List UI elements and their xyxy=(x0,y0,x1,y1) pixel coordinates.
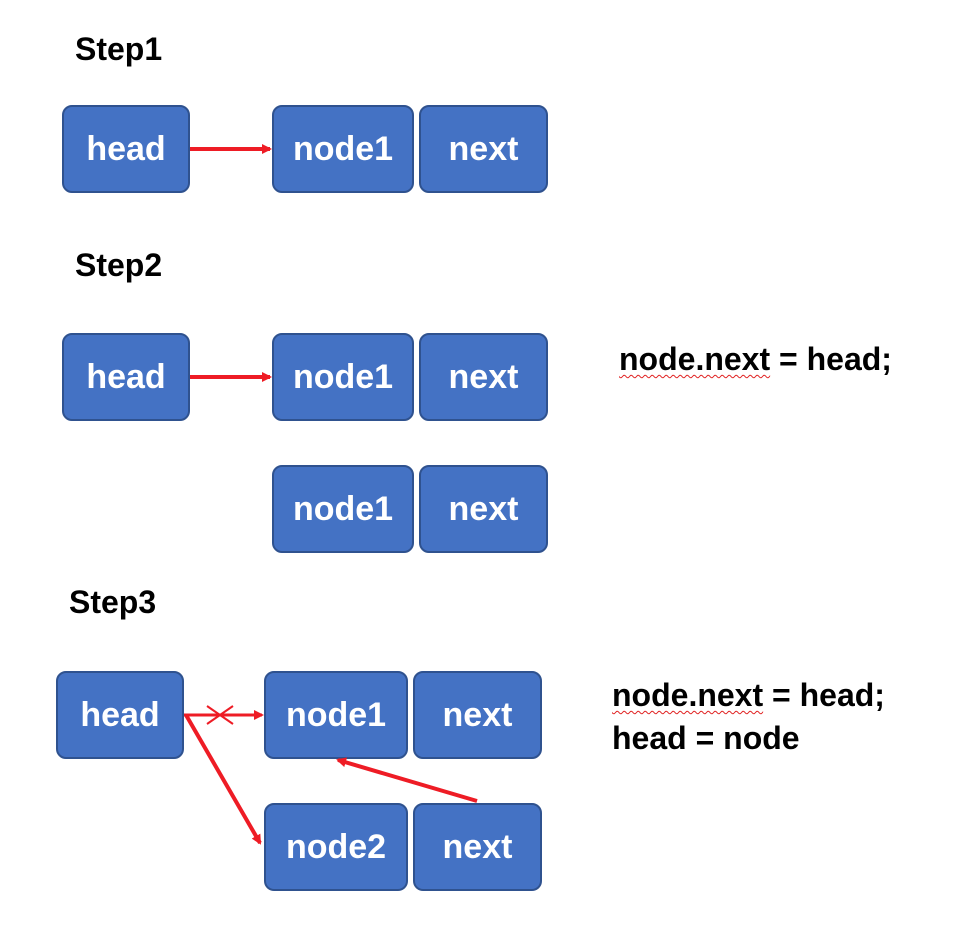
step2-title: Step2 xyxy=(75,247,163,283)
step3-code-line2: head = node xyxy=(612,720,800,757)
step3-title: Step3 xyxy=(69,584,157,620)
step2-new-next-box: next xyxy=(419,465,548,553)
step3-node2-next-box: next xyxy=(413,803,542,891)
step3-next-to-node1-arrow xyxy=(336,757,478,803)
step3-node1-next-box: next xyxy=(413,671,542,759)
step3-head-box: head xyxy=(56,671,184,759)
step3-node2-box: node2 xyxy=(264,803,408,891)
step2-next-box: next xyxy=(419,333,548,421)
step1-next-box: next xyxy=(419,105,548,193)
step3-node1-box: node1 xyxy=(264,671,408,759)
step1-head-box: head xyxy=(62,105,190,193)
step1-node1-box: node1 xyxy=(272,105,414,193)
cross-out-mark xyxy=(206,705,234,725)
step3-code-obj: node.next xyxy=(612,677,764,713)
step2-code: node.next = head; xyxy=(619,338,892,381)
step2-code-obj: node.next xyxy=(619,341,771,377)
step2-code-rest: = head; xyxy=(770,341,892,377)
step3-head-to-node2-arrow xyxy=(184,713,262,845)
step2-new-node-box: node1 xyxy=(272,465,414,553)
step2-head-box: head xyxy=(62,333,190,421)
step1-title: Step1 xyxy=(75,31,163,67)
step3-code: node.next = head; head = node xyxy=(612,674,885,760)
step3-code-rest: = head; xyxy=(763,677,885,713)
step3-code-line1: node.next = head; xyxy=(612,674,885,717)
step2-node1-box: node1 xyxy=(272,333,414,421)
